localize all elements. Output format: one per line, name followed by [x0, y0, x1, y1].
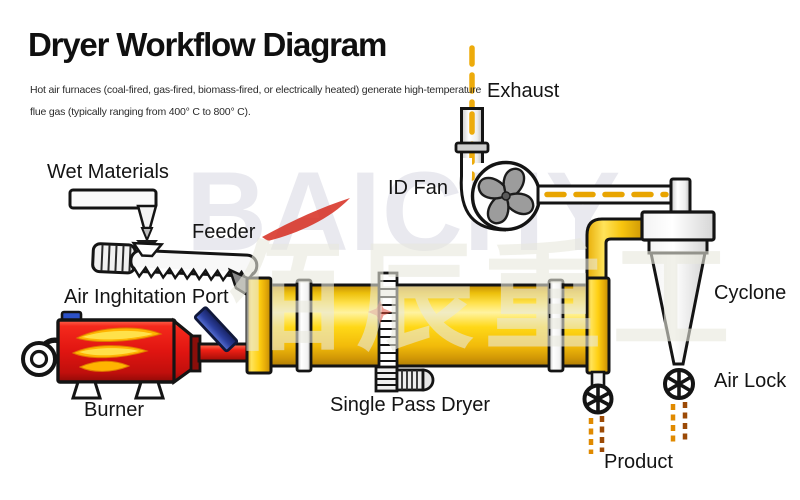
product-flow-dashes [670, 402, 688, 442]
product-flow-dashes [588, 416, 605, 454]
screw-feeder [91, 241, 259, 284]
vortex-pipe [669, 177, 692, 216]
exhaust-stack [454, 45, 490, 181]
burner-blower-ring-inner [29, 349, 49, 369]
cyclone-separator [640, 177, 716, 366]
drum-drive-motor [374, 365, 435, 393]
label-burner: Burner [84, 399, 145, 421]
drum-outlet-cap [585, 276, 611, 375]
watermark-swoosh [262, 198, 350, 241]
watermark-star-icon [368, 300, 392, 324]
feeder-hopper [131, 241, 165, 258]
id-fan [459, 158, 542, 232]
stack-flange [454, 141, 490, 154]
drum-riding-ring [547, 278, 565, 373]
fan-blades-icon [477, 167, 535, 225]
feeder-motor [91, 242, 137, 275]
airlock-valve-icon [582, 383, 614, 415]
airlock-valve-icon [663, 368, 695, 400]
label-product: Product [604, 451, 673, 473]
label-single-pass-dryer: Single Pass Dryer [330, 394, 491, 416]
burner-foot [133, 380, 166, 400]
burner-foot [70, 380, 103, 400]
label-wet-materials: Wet Materials [47, 161, 169, 183]
burner-unit [21, 310, 202, 400]
cyclone-top [640, 210, 716, 242]
cyclone-collar [647, 238, 709, 255]
label-air-lock: Air Lock [714, 370, 787, 392]
subtitle-line-1: Hot air furnaces (coal-fired, gas-fired,… [30, 84, 482, 96]
page-title: Dryer Workflow Diagram [28, 26, 387, 63]
label-id-fan: ID Fan [388, 177, 449, 199]
elbow-pipe [585, 217, 645, 284]
drum-shell [269, 283, 590, 368]
fan-duct [536, 184, 674, 205]
label-air-inghitation-port: Air Inghitation Port [64, 286, 229, 308]
subtitle-line-2: flue gas (typically ranging from 400° C … [30, 106, 251, 118]
air-inlet-pipe [193, 306, 239, 353]
wet-materials-chute [68, 188, 158, 243]
label-cyclone: Cyclone [714, 282, 787, 304]
drum-gear-ring [377, 271, 399, 377]
label-feeder: Feeder [192, 221, 256, 243]
label-exhaust: Exhaust [487, 80, 560, 102]
drum-riding-ring [295, 278, 313, 373]
burner-flames-icon [71, 327, 163, 372]
cyclone-cone [649, 251, 707, 366]
single-pass-dryer-drum [245, 271, 611, 393]
drum-inlet-cap [245, 276, 273, 375]
